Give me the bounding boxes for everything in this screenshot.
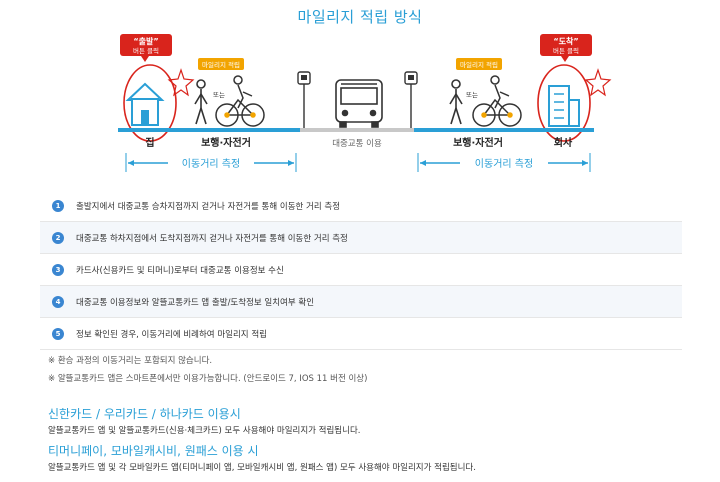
- office-label: 회사: [554, 136, 573, 149]
- card-usage-desc-2: 알뜰교통카드 앱 및 각 모바일카드 앱(티머니페이 앱, 모바일캐시비 앱, …: [48, 463, 476, 473]
- page-title: 마일리지 적립 방식: [297, 8, 423, 26]
- card-usage-heading-1: 신한카드 / 우리카드 / 하나카드 이용시: [48, 407, 241, 421]
- click-star-right-icon: [584, 68, 612, 97]
- bus-stop-right-icon: [404, 71, 418, 128]
- mileage-tag-right: 마일리지 적립: [456, 58, 502, 70]
- walk-bike-right-label: 보행·자전거: [453, 136, 503, 149]
- route-bar: [118, 128, 594, 132]
- mileage-diagram: “출발” 버튼 클릭 “도착” 버튼 클릭 마일리지 적립 또는: [118, 34, 612, 172]
- bus-stop-left-icon: [297, 71, 311, 128]
- walker-left-icon: [194, 79, 208, 125]
- note-smartphone: ※ 알뜰교통카드 앱은 스마트폰에서만 이용가능합니다. (안드로이드 7, I…: [48, 374, 368, 384]
- start-callout-sub: 버튼 클릭: [133, 46, 159, 55]
- list-item: 2 대중교통 하차지점에서 도착지점까지 걷거나 자전거를 통해 이동한 거리 …: [40, 222, 682, 254]
- notes: ※ 환승 과정의 이동거리는 포함되지 않습니다. ※ 알뜰교통카드 앱은 스마…: [48, 352, 367, 388]
- click-star-left-icon: [167, 68, 195, 97]
- list-item: 5 정보 확인된 경우, 이동거리에 비례하여 마일리지 적립: [40, 318, 682, 350]
- step-number-badge: 3: [52, 263, 64, 276]
- start-callout-main: “출발”: [133, 36, 158, 46]
- distance-arrow-left: 이동거리 측정: [125, 153, 297, 172]
- distance-right-label: 이동거리 측정: [475, 158, 533, 170]
- distance-arrow-right: 이동거리 측정: [417, 153, 591, 172]
- step-text: 출발지에서 대중교통 승차지점까지 걷거나 자전거를 통해 이동한 거리 측정: [76, 201, 341, 212]
- step-text: 카드사(신용카드 및 티머니)로부터 대중교통 이용정보 수신: [76, 265, 284, 276]
- list-item: 1 출발지에서 대중교통 승차지점까지 걷거나 자전거를 통해 이동한 거리 측…: [40, 190, 682, 222]
- cyclist-right-icon: [472, 75, 522, 127]
- step-text: 정보 확인된 경우, 이동거리에 비례하여 마일리지 적립: [76, 329, 267, 340]
- step-number-badge: 2: [52, 231, 64, 244]
- walker-right-icon: [449, 79, 463, 125]
- card-usage-desc-1: 알뜰교통카드 앱 및 알뜰교통카드(신용·체크카드) 모두 사용해야 마일리지가…: [48, 426, 361, 436]
- step-number-badge: 5: [52, 327, 64, 340]
- mileage-tag-left: 마일리지 적립: [198, 58, 244, 70]
- list-item: 4 대중교통 이용정보와 알뜰교통카드 앱 출발/도착정보 일치여부 확인: [40, 286, 682, 318]
- or-left-label: 또는: [213, 91, 225, 99]
- walk-bike-left-label: 보행·자전거: [201, 136, 251, 149]
- note-transfer: ※ 환승 과정의 이동거리는 포함되지 않습니다.: [48, 356, 213, 366]
- list-item: 3 카드사(신용카드 및 티머니)로부터 대중교통 이용정보 수신: [40, 254, 682, 286]
- end-callout-sub: 버튼 클릭: [553, 46, 579, 55]
- steps-list: 1 출발지에서 대중교통 승차지점까지 걷거나 자전거를 통해 이동한 거리 측…: [40, 190, 682, 350]
- home-label: 집: [145, 137, 154, 149]
- mileage-tag-left-label: 마일리지 적립: [202, 60, 240, 69]
- bus-icon: [335, 79, 383, 128]
- step-number-badge: 1: [52, 199, 64, 212]
- office-building-icon: [537, 64, 591, 142]
- mileage-tag-right-label: 마일리지 적립: [460, 60, 498, 69]
- end-callout: “도착” 버튼 클릭: [540, 34, 592, 62]
- step-text: 대중교통 하차지점에서 도착지점까지 걷거나 자전거를 통해 이동한 거리 측정: [76, 233, 348, 244]
- end-callout-main: “도착”: [553, 36, 578, 46]
- transit-label: 대중교통 이용: [332, 138, 382, 149]
- distance-left-label: 이동거리 측정: [182, 158, 240, 170]
- start-callout: “출발” 버튼 클릭: [120, 34, 172, 62]
- step-number-badge: 4: [52, 295, 64, 308]
- step-text: 대중교통 이용정보와 알뜰교통카드 앱 출발/도착정보 일치여부 확인: [76, 297, 315, 308]
- cyclist-left-icon: [215, 75, 265, 127]
- or-right-label: 또는: [466, 91, 478, 99]
- card-usage-heading-2: 티머니페이, 모바일캐시비, 원패스 이용 시: [48, 444, 259, 458]
- home-icon: [123, 64, 177, 142]
